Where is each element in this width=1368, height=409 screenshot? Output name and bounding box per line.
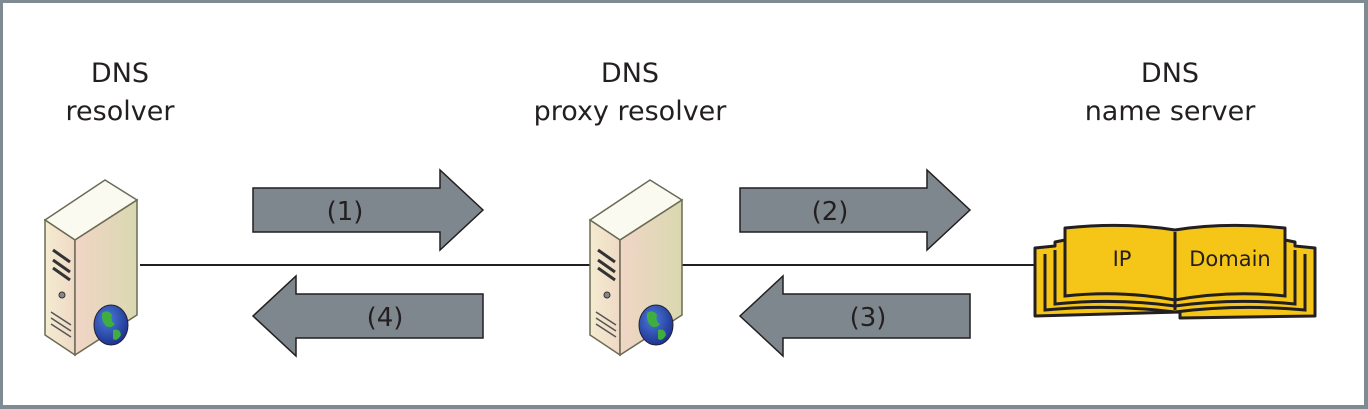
- arrow-1-label: (1): [327, 197, 364, 227]
- book-left-page-label: IP: [1113, 247, 1132, 271]
- arrow-3: (3): [738, 274, 971, 358]
- arrow-2: (2): [739, 168, 972, 252]
- book-right-page-label: Domain: [1189, 247, 1271, 271]
- nameserver-label-line2: name server: [1084, 96, 1256, 127]
- resolver-label-line1: DNS: [90, 58, 150, 89]
- arrow-1: (1): [252, 168, 485, 252]
- server-globe-icon: [43, 179, 139, 357]
- server-globe-icon: [588, 179, 684, 357]
- book-icon: IP Domain: [1033, 223, 1317, 320]
- proxy-resolver-label: DNS proxy resolver: [510, 55, 750, 131]
- proxy-label-line2: proxy resolver: [533, 96, 727, 127]
- nameserver-label-line1: DNS: [1140, 58, 1200, 89]
- resolver-label-line2: resolver: [65, 96, 175, 127]
- resolver-label: DNS resolver: [40, 55, 200, 131]
- arrow-4-label: (4): [367, 303, 404, 333]
- name-server-label: DNS name server: [1060, 55, 1280, 131]
- arrow-4: (4): [251, 274, 484, 358]
- arrow-2-label: (2): [812, 197, 849, 227]
- arrow-3-label: (3): [850, 303, 887, 333]
- proxy-label-line1: DNS: [600, 58, 660, 89]
